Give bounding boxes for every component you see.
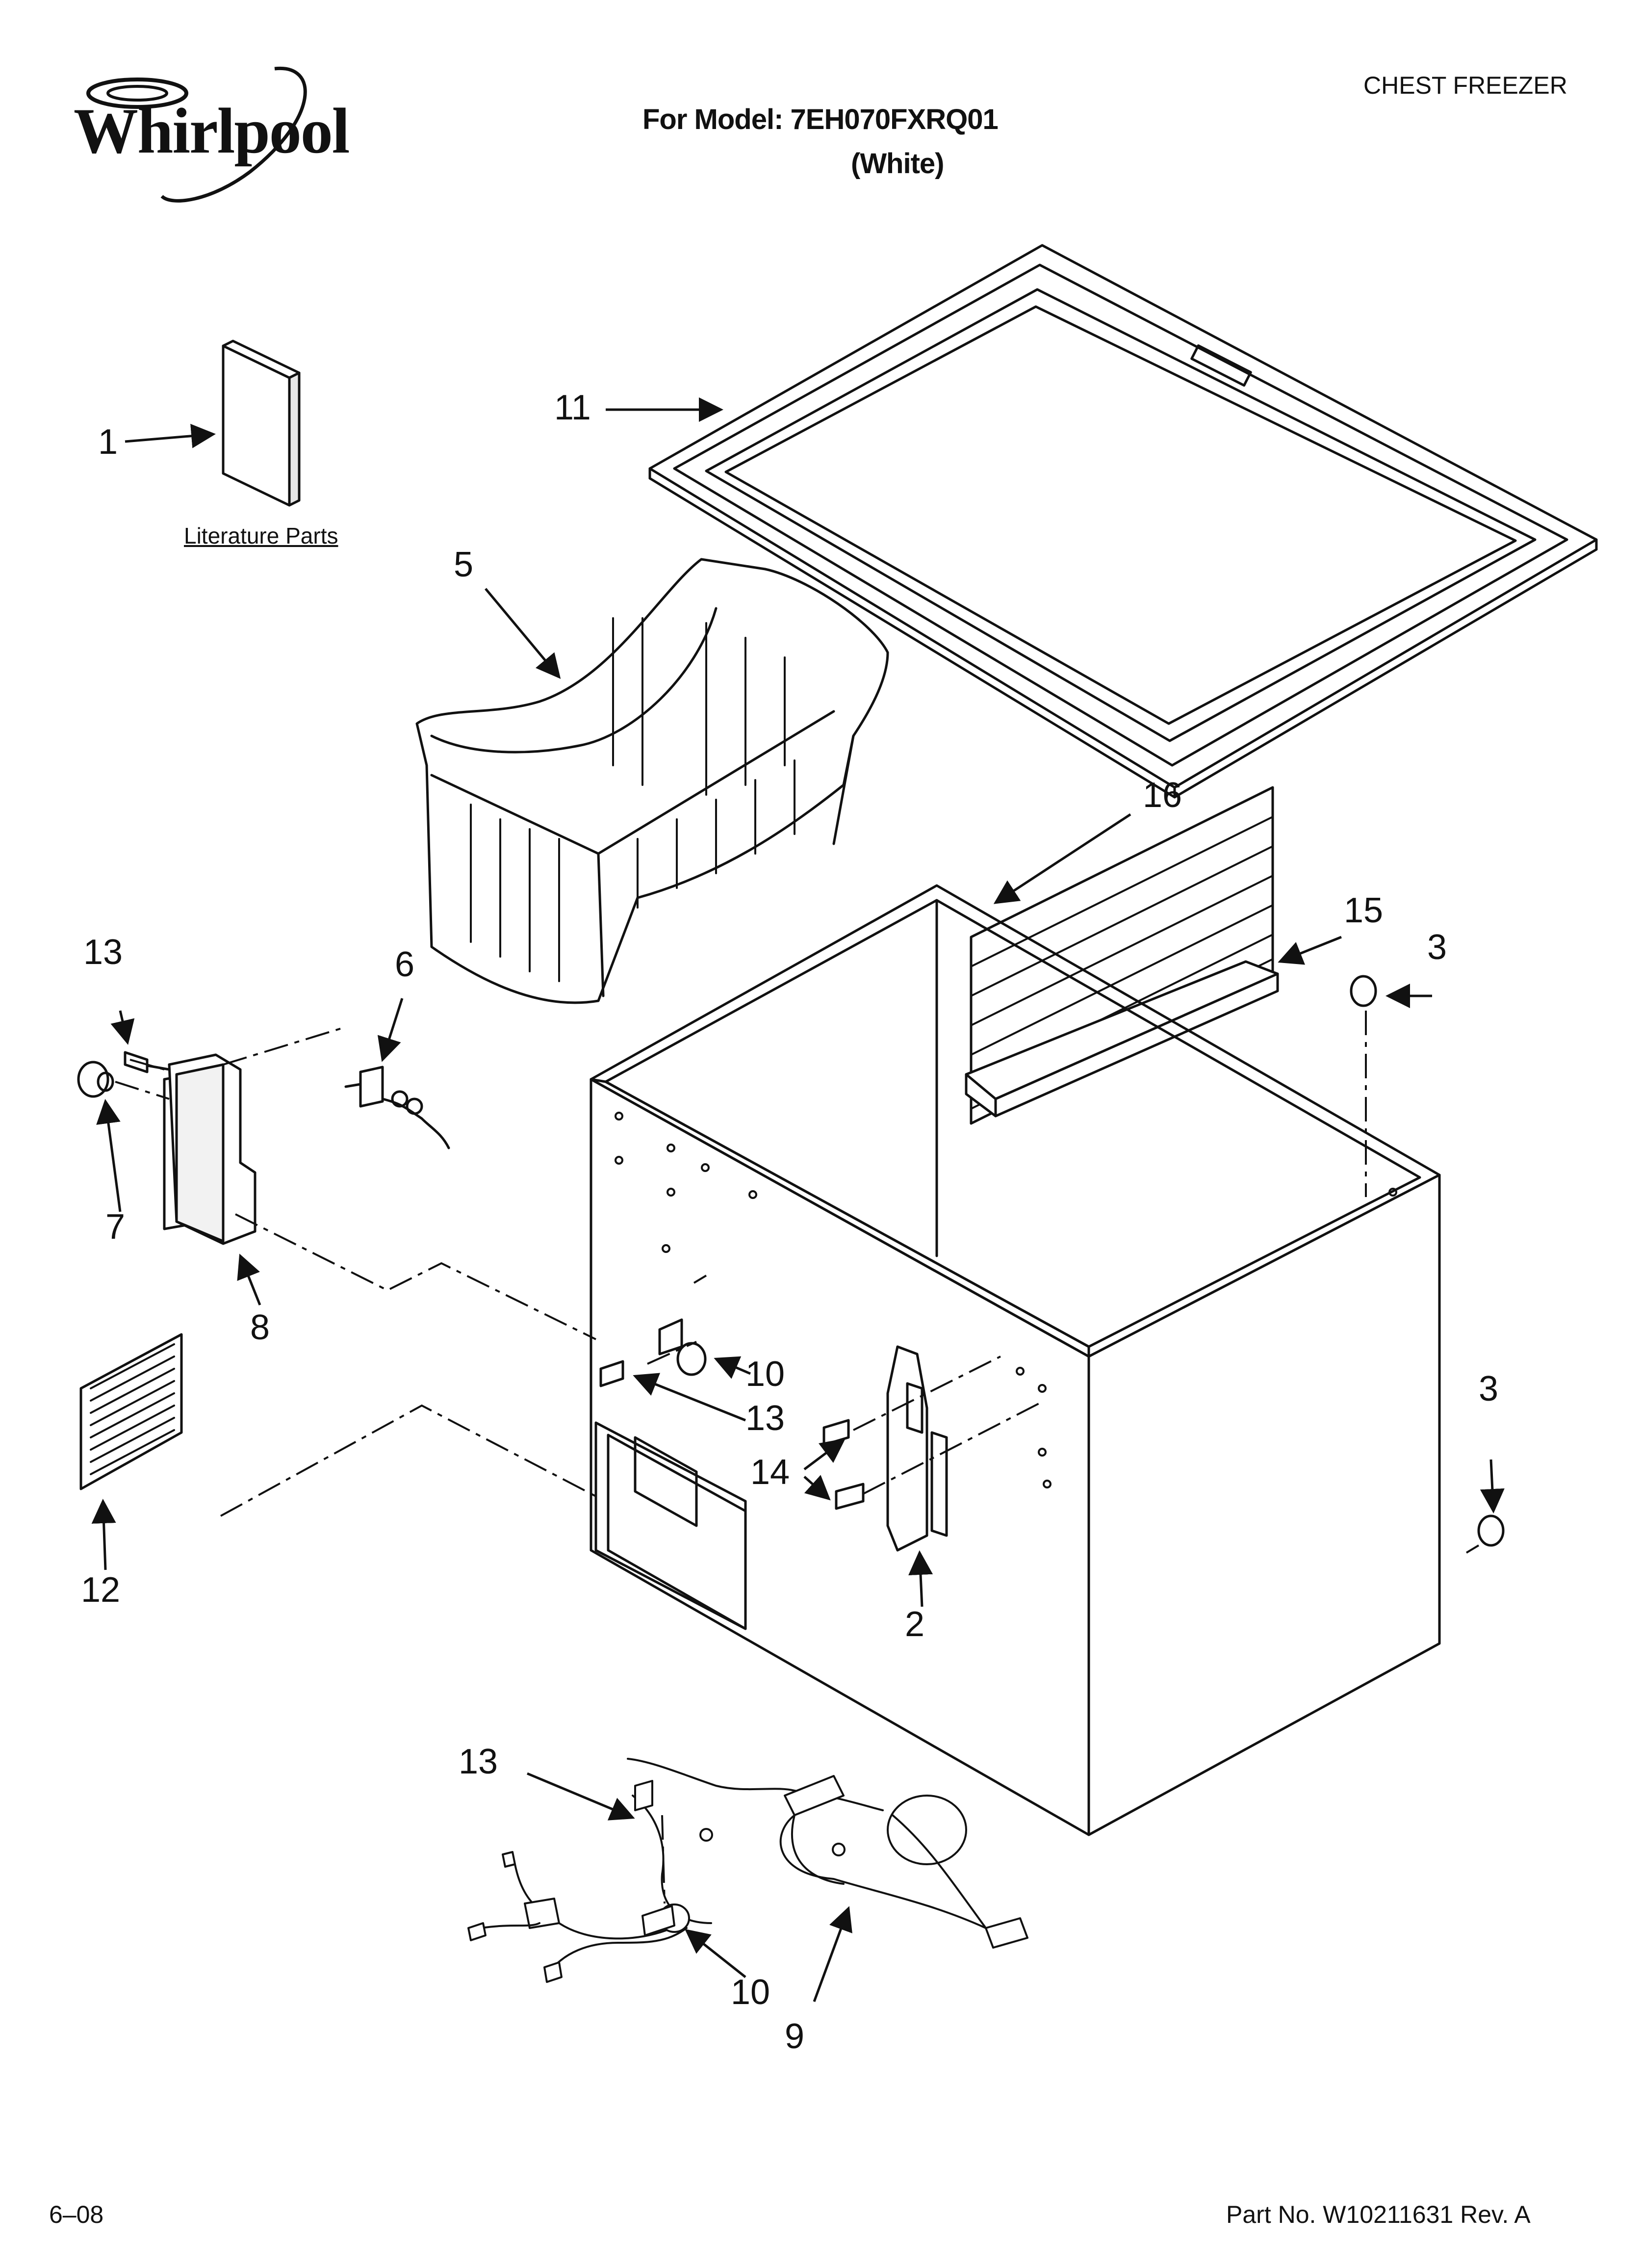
callout-1: 1 xyxy=(98,422,118,462)
freezer-lid xyxy=(648,244,1598,799)
literature-parts-label: Literature Parts xyxy=(184,523,338,548)
callout-6: 6 xyxy=(395,945,415,984)
screw-and-knob xyxy=(77,1051,171,1098)
callout-7: 7 xyxy=(105,1207,126,1247)
divider-panel xyxy=(965,786,1279,1125)
storage-basket xyxy=(415,558,889,1004)
callout-5: 5 xyxy=(454,545,474,584)
callout-2: 2 xyxy=(905,1605,925,1644)
callout-15: 15 xyxy=(1344,891,1384,930)
callout-11: 11 xyxy=(554,388,591,427)
brand-logo-text: Whirlpool xyxy=(74,95,350,167)
lid-hinge xyxy=(886,1345,948,1552)
callout-3-lower: 3 xyxy=(1479,1369,1499,1408)
callout-13-mid: 13 xyxy=(745,1399,785,1438)
callout-16: 16 xyxy=(1143,776,1182,815)
callout-9: 9 xyxy=(785,2017,805,2056)
callout-10-lower: 10 xyxy=(731,1973,770,2012)
logo-swirl-icon xyxy=(86,66,307,203)
whirlpool-logo xyxy=(64,59,338,216)
callout-14: 14 xyxy=(750,1453,790,1492)
callout-13-left: 13 xyxy=(83,933,123,972)
model-color: (White) xyxy=(851,148,944,180)
callout-8: 8 xyxy=(250,1308,270,1347)
literature-booklet xyxy=(222,339,301,507)
category-label: CHEST FREEZER xyxy=(1363,72,1567,99)
thermostat xyxy=(344,1066,450,1149)
callout-3-upper: 3 xyxy=(1427,928,1447,967)
control-box xyxy=(163,1053,257,1245)
foot-lower xyxy=(1477,1514,1505,1547)
wire-harness xyxy=(467,1758,1028,1983)
foot-upper xyxy=(1350,975,1377,1007)
part-number: Part No. W10211631 Rev. A xyxy=(1226,2201,1531,2228)
revision-date: 6–08 xyxy=(49,2201,104,2228)
callout-12: 12 xyxy=(81,1570,121,1610)
callout-10-upper: 10 xyxy=(745,1355,785,1394)
capacitor-clip-upper xyxy=(599,1318,707,1387)
vent-grille xyxy=(79,1333,183,1490)
model-title: For Model: 7EH070FXRQ01 xyxy=(642,104,999,135)
callout-13-lower: 13 xyxy=(459,1742,498,1781)
